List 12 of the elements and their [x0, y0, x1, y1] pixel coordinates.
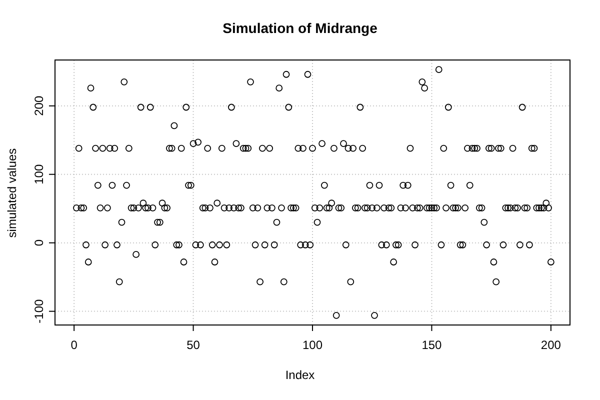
axis-title: simulated values: [5, 148, 19, 238]
tick-label: 150: [422, 338, 442, 352]
tick-label: 200: [540, 338, 561, 352]
tick-label: 0: [70, 338, 78, 352]
tick-label: 100: [302, 338, 323, 352]
tick-label: -100: [32, 299, 46, 324]
chart-title: Simulation of Midrange: [222, 20, 378, 36]
axis-title: Index: [285, 368, 315, 382]
tick-label: 200: [32, 96, 46, 116]
tick-label: 100: [32, 164, 46, 184]
tick-label: 0: [32, 239, 46, 246]
tick-label: 50: [186, 338, 200, 352]
